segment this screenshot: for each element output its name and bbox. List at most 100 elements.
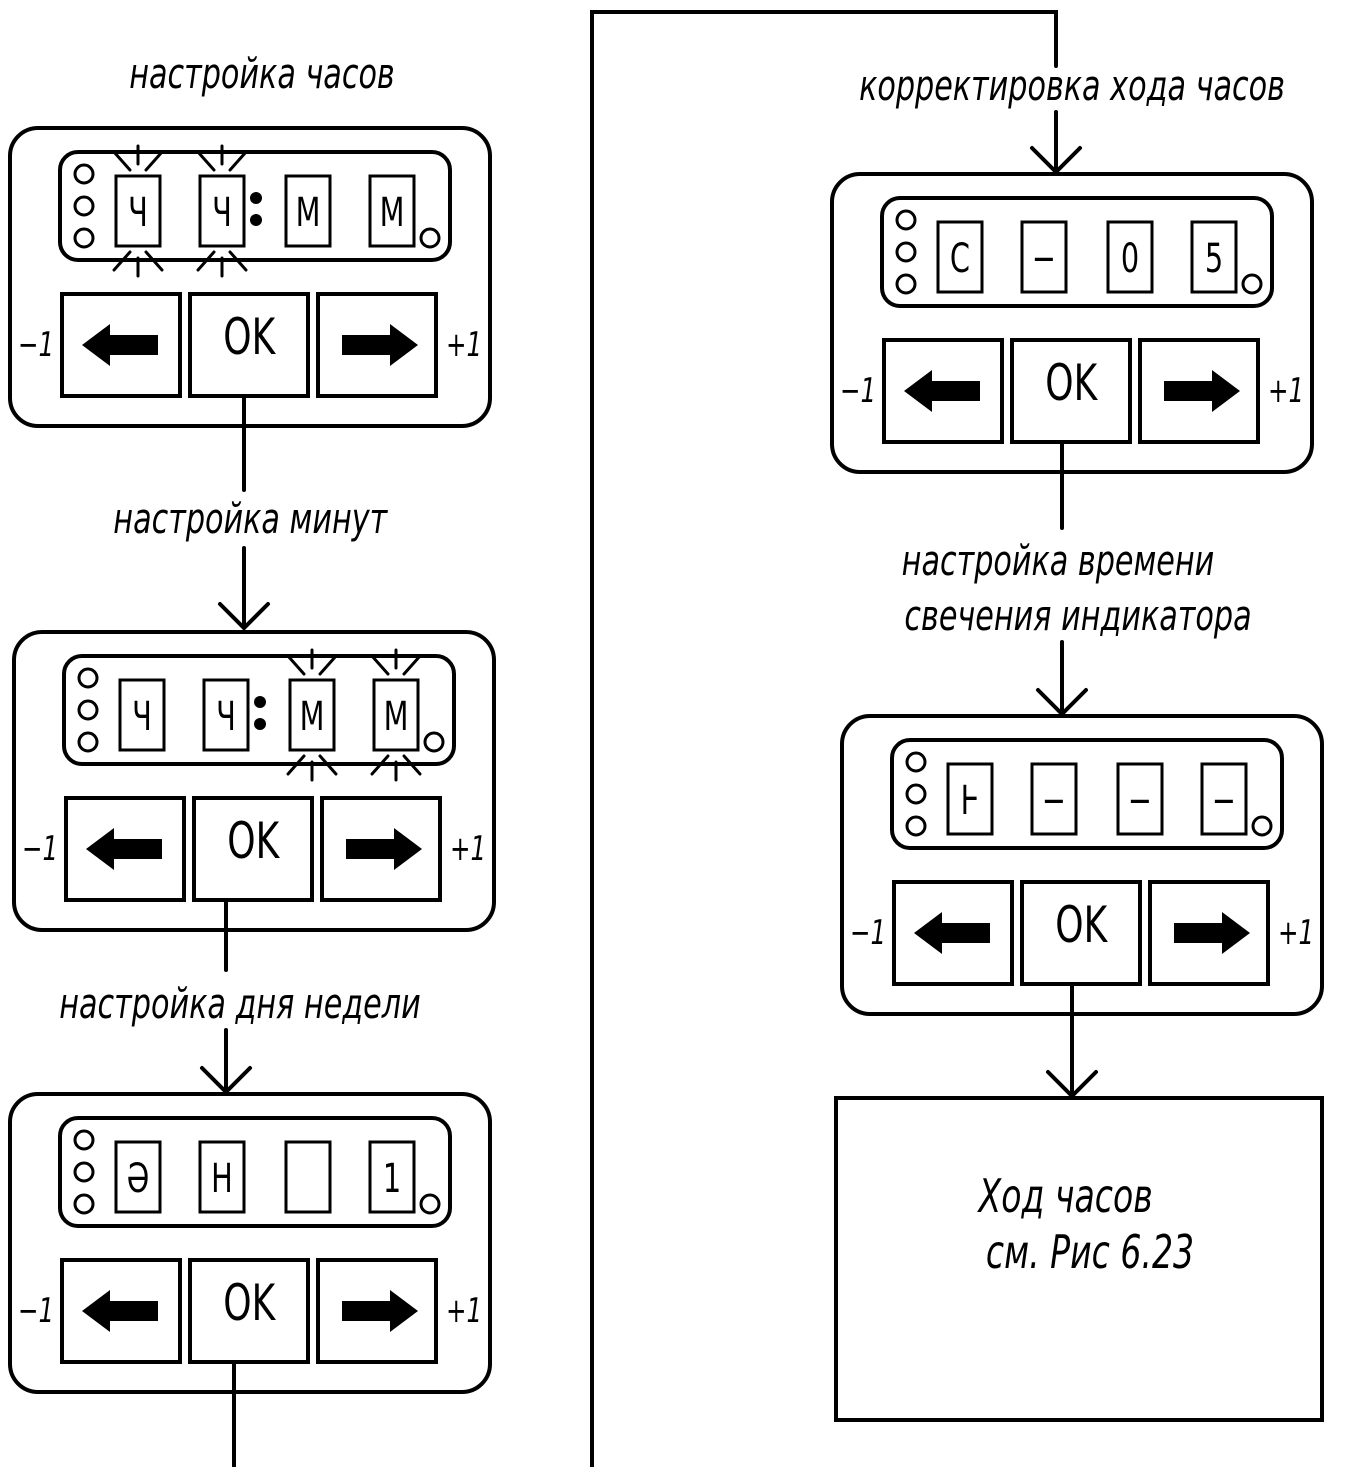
digit-cell	[288, 678, 336, 752]
digit-cell	[1200, 762, 1248, 836]
minus-one-label: −1	[18, 325, 54, 364]
digit-cell	[118, 678, 166, 752]
digit-char: М	[296, 190, 321, 236]
ok-button-label: OK	[223, 1275, 276, 1332]
minus-button-frame[interactable]	[64, 796, 186, 902]
label-backlight-setup-line1: настройка времени	[902, 536, 1215, 585]
blink-rays-icon	[112, 144, 164, 278]
ok-button-frame[interactable]	[188, 1258, 310, 1364]
plus-one-label: +1	[450, 829, 486, 868]
ok-button[interactable]: OK	[1020, 880, 1142, 986]
ok-button-label: OK	[227, 813, 280, 870]
digit-char: Ч	[216, 694, 236, 740]
display-window	[890, 738, 1284, 850]
arrow-left-icon	[904, 370, 980, 412]
arrow-left-icon	[82, 324, 158, 366]
arrow-left-icon	[86, 828, 162, 870]
plus-button[interactable]	[316, 1258, 438, 1364]
digit-char: 5	[1205, 236, 1223, 282]
blink-ray	[112, 250, 132, 272]
digit-char: −	[1128, 778, 1152, 824]
ok-button[interactable]: OK	[192, 796, 314, 902]
label-backlight-setup-line2: свечения индикатора	[904, 591, 1251, 640]
digit-char: Ч	[132, 694, 152, 740]
blink-ray	[112, 150, 132, 172]
blink-rays-icon	[286, 648, 338, 782]
ok-button[interactable]: OK	[188, 1258, 310, 1364]
ok-button-frame[interactable]	[1010, 338, 1132, 444]
led-indicator-icon	[1251, 815, 1273, 837]
display-window	[62, 654, 456, 766]
panel-frame	[12, 630, 496, 932]
led-indicator-icon	[895, 241, 917, 263]
panel-frame	[830, 172, 1314, 474]
digit-char: Ч	[212, 190, 232, 236]
led-indicator-icon	[73, 1193, 95, 1215]
minus-button[interactable]	[60, 1258, 182, 1364]
panel-frame	[8, 126, 492, 428]
minus-one-label: −1	[18, 1291, 54, 1330]
digit-cell	[1020, 220, 1068, 294]
plus-button[interactable]	[316, 292, 438, 398]
digit-cell	[284, 174, 332, 248]
blink-ray	[370, 754, 390, 776]
led-indicator-icon	[73, 227, 95, 249]
digit-cell	[202, 678, 250, 752]
blink-ray	[318, 654, 338, 676]
minus-button[interactable]	[64, 796, 186, 902]
plus-button[interactable]	[1148, 880, 1270, 986]
connector-to-correction	[1030, 110, 1082, 175]
ok-button[interactable]: OK	[188, 292, 310, 398]
led-indicator-icon	[419, 1193, 441, 1215]
led-indicator-icon	[73, 1129, 95, 1151]
final-box-line1: Ход часов	[977, 1171, 1153, 1224]
arrow-left-icon	[914, 912, 990, 954]
ok-button[interactable]: OK	[1010, 338, 1132, 444]
minus-button[interactable]	[892, 880, 1014, 986]
blink-ray	[402, 754, 422, 776]
minus-button[interactable]	[882, 338, 1004, 444]
led-indicator-icon	[895, 209, 917, 231]
digit-cell	[1116, 762, 1164, 836]
final-box-frame	[834, 1096, 1324, 1422]
plus-one-label: +1	[446, 1291, 482, 1330]
plus-one-label: +1	[446, 325, 482, 364]
blink-ray	[196, 250, 216, 272]
panel-frame	[840, 714, 1324, 1016]
blink-ray	[144, 150, 164, 172]
ok-button-frame[interactable]	[1020, 880, 1142, 986]
led-indicator-icon	[419, 227, 441, 249]
digit-char: Н	[211, 1156, 233, 1202]
digit-char: −	[1032, 236, 1056, 282]
blink-ray	[370, 654, 390, 676]
colon-dot-icon	[250, 214, 262, 226]
label-minutes-setup: настройка минут	[113, 494, 388, 543]
ok-button-frame[interactable]	[188, 292, 310, 398]
panel-frame	[8, 1092, 492, 1394]
led-indicator-icon	[73, 1161, 95, 1183]
digit-char: Ә	[127, 1156, 150, 1202]
led-indicator-icon	[77, 667, 99, 689]
minus-button[interactable]	[60, 292, 182, 398]
digit-char: М	[384, 694, 409, 740]
digit-cell	[198, 174, 246, 248]
digit-char: М	[380, 190, 405, 236]
arrow-right-icon	[342, 324, 418, 366]
digit-char: Ͱ	[961, 778, 980, 824]
digit-cell	[1190, 220, 1238, 294]
label-hours-setup: настройка часов	[129, 49, 395, 98]
ok-button-frame[interactable]	[192, 796, 314, 902]
plus-button[interactable]	[320, 796, 442, 902]
blink-ray	[286, 654, 306, 676]
led-indicator-icon	[73, 195, 95, 217]
digit-cell	[372, 678, 420, 752]
led-indicator-icon	[77, 731, 99, 753]
arrow-right-icon	[346, 828, 422, 870]
arrow-left-icon	[82, 1290, 158, 1332]
plus-button[interactable]	[1138, 338, 1260, 444]
